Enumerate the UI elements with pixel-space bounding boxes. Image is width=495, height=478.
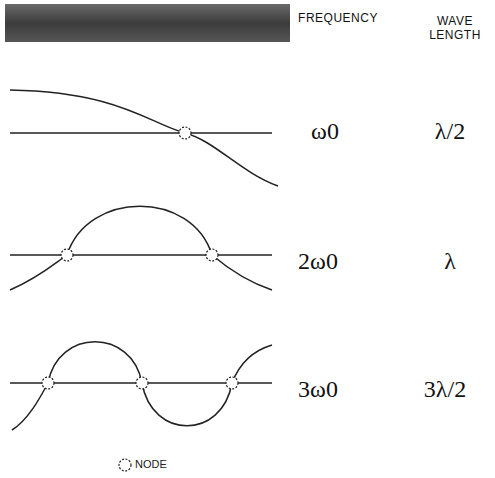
axis-line xyxy=(10,254,272,256)
wavelength-value: λ xyxy=(444,248,456,275)
legend-node-symbol xyxy=(119,459,131,471)
frequency-value: 2ω0 xyxy=(298,248,338,275)
column-heading: WAVE LENGTH xyxy=(424,15,486,43)
node-symbol xyxy=(42,377,54,389)
node-symbol xyxy=(179,127,191,139)
wavelength-value: 3λ/2 xyxy=(424,376,466,403)
node-symbol xyxy=(226,377,238,389)
node-symbol xyxy=(61,249,73,261)
header-bar xyxy=(5,4,290,42)
node-symbol xyxy=(136,377,148,389)
frequency-value: ω0 xyxy=(311,118,339,145)
node-symbol xyxy=(206,249,218,261)
wavelength-value: λ/2 xyxy=(435,118,465,145)
wave-mode-2 xyxy=(10,206,272,290)
legend-item: NODE xyxy=(135,458,167,470)
frequency-value: 3ω0 xyxy=(298,376,338,403)
axis-line xyxy=(10,132,272,134)
legend-text: NODE xyxy=(135,458,167,470)
wave-mode-1 xyxy=(10,90,278,186)
column-heading: FREQUENCY xyxy=(298,11,378,25)
wave-mode-3 xyxy=(12,342,272,430)
